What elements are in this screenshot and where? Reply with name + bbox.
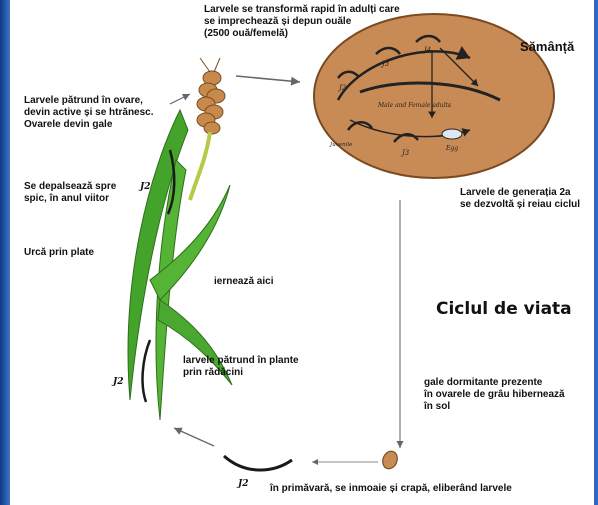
seed-mark-egg: Egg — [445, 145, 458, 152]
diagram-title: Ciclul de viata — [436, 299, 572, 319]
seed-mark-j3: J3 — [380, 60, 390, 68]
egg-shape — [442, 129, 462, 139]
seed-mark-adults: Male and Female adults — [377, 102, 451, 109]
seed-mark-j4: J4 — [422, 46, 431, 54]
label-ovary-entry: Larvele pătrund în ovare, devin active ș… — [24, 95, 184, 131]
label-spring: în primăvară, se inmoaie și crapă, elibe… — [270, 483, 590, 495]
larva-lower-curve — [143, 340, 150, 402]
soil-larva — [224, 456, 292, 470]
wheat-spike — [197, 58, 225, 134]
label-second-gen: Larvele de generația 2a se dezvoltă și r… — [460, 187, 596, 211]
label-seed: Sămânță — [520, 39, 574, 54]
seed-mark-j3-bottom: J3 — [400, 149, 410, 157]
label-root-entry: larvele pătrund în plante prin rădăcini — [183, 355, 363, 379]
label-climb: Urcă prin plate — [24, 247, 144, 259]
arrow-soil-to-plant — [174, 428, 214, 446]
label-dormant-galls: gale dormitante prezente în ovarele de g… — [424, 377, 594, 413]
plant-mark-j2-lower: J2 — [111, 377, 124, 387]
arrow-spike-to-seed — [236, 76, 300, 82]
label-move-spike: Se depalsează spre spic, în anul viitor — [24, 181, 154, 205]
seed-mark-juvenile: Juvenile — [329, 142, 353, 148]
soil-mark-j2: J2 — [236, 479, 249, 489]
wheat-neck — [190, 132, 210, 200]
label-overwinter: iernează aici — [214, 276, 314, 288]
dormant-gall — [380, 449, 399, 471]
label-adults: Larvele se transformă rapid în adulți ca… — [204, 4, 464, 40]
seed-mark-j2: J2 — [337, 84, 347, 92]
